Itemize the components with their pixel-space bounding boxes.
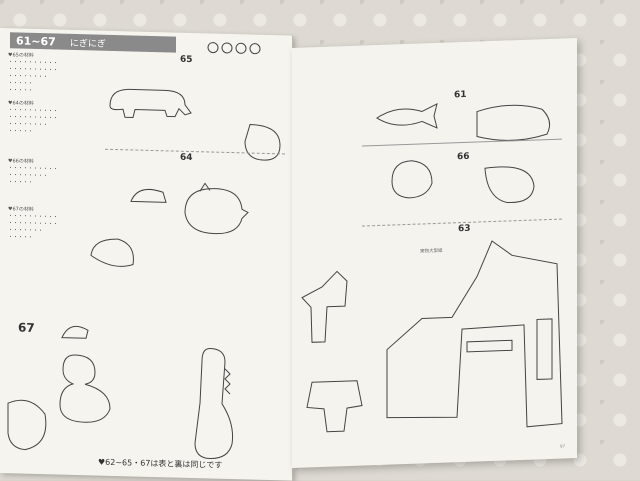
fish-pattern-drawing	[376, 103, 438, 129]
step-number-61: 61	[454, 89, 467, 101]
materials-block-65: ♥65の材料 ・・・・・・・・・・・・・・・・・・・・・・・・・・・・・・・・・…	[8, 52, 78, 96]
right-page: 61 66 63 実物大型紙 97	[292, 38, 577, 469]
step-number-67: 67	[18, 320, 35, 335]
left-page: 61~67 にぎにぎ ♥65の材料 ・・・・・・・・・・・・・・・・・・・・・・…	[0, 28, 293, 481]
animal-faces-icon	[207, 42, 261, 55]
elephant-pattern-drawing	[109, 88, 192, 118]
pig-pattern-drawing	[184, 182, 249, 235]
materials-block-64: ♥64の材料 ・・・・・・・・・・・・・・・・・・・・・・・・・・・・・・・・・	[8, 100, 78, 137]
rounded-piece-pattern	[90, 238, 134, 267]
step-number-66: 66	[457, 151, 470, 163]
chick-pattern-drawing	[391, 160, 433, 199]
materials-block-67: ♥67の材料 ・・・・・・・・・・・・・・・・・・・・・・・・・・・・・・・・	[8, 206, 78, 243]
step-number-63: 63	[458, 223, 471, 235]
small-horse-pattern	[301, 270, 348, 343]
pattern-category-title: にぎにぎ	[69, 38, 106, 50]
elephant-ear-pattern	[244, 124, 281, 161]
page-footer-note: ♥62~65・67は表と裏は同じです	[98, 457, 223, 470]
mitten-pattern-drawing	[476, 104, 551, 141]
duck-wing-pattern	[7, 399, 47, 451]
horse-head-piece	[306, 380, 363, 433]
step-number-64: 64	[180, 152, 193, 164]
step-number-65: 65	[180, 54, 193, 66]
duck-pattern-drawing	[59, 354, 111, 423]
pig-ear-pattern	[130, 188, 167, 203]
materials-block-66: ♥66の材料 ・・・・・・・・・・・・・・・・・・・・・・・	[8, 158, 78, 188]
pattern-range-title: 61~67	[16, 33, 56, 48]
dinosaur-pattern-drawing	[194, 347, 233, 459]
small-leaf-pattern	[61, 325, 89, 339]
horse-pattern-drawing	[386, 240, 563, 428]
page-number-right: 97	[560, 443, 566, 449]
page-header-bar: 61~67 にぎにぎ	[10, 32, 176, 53]
half-circle-pattern	[484, 166, 535, 203]
